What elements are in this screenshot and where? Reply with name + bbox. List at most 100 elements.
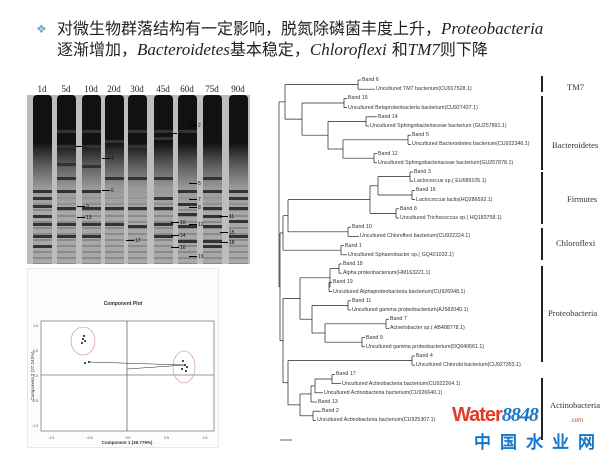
tree-leaf-label: Band 5	[412, 132, 429, 139]
gel-band-marker: 16	[171, 245, 186, 251]
gel-band	[178, 130, 197, 133]
title-text: 基本稳定，	[229, 40, 310, 59]
tree-group-label: Firmutes	[567, 194, 598, 204]
tree-leaf-label: Band 19	[333, 279, 353, 286]
tree-leaf-label: Band 7	[390, 316, 407, 323]
tree-leaf-label: Band 6	[362, 77, 379, 83]
pca-x-tick: -1.0	[48, 436, 54, 440]
title-text: 则下降	[439, 40, 488, 59]
pca-point	[84, 362, 86, 364]
gel-band	[57, 207, 76, 210]
pca-cluster-ellipse	[70, 326, 96, 356]
tree-leaf-label: Uncultured Sphingobacteriaceae bacterium…	[370, 123, 507, 129]
gel-band-marker: 10	[171, 220, 186, 226]
gel-band	[229, 235, 248, 238]
gel-band	[178, 203, 197, 206]
gel-lane-label: 45d	[156, 84, 170, 94]
gel-band	[57, 130, 76, 133]
tree-group-bar	[541, 378, 543, 440]
gel-band	[105, 207, 124, 210]
tree-leaf-label: Band 1	[345, 242, 362, 249]
pca-point	[82, 338, 84, 340]
tree-leaf-label: Band 14	[378, 113, 398, 120]
gel-band	[33, 235, 52, 238]
tree-group-label: Bacteroidetes	[552, 140, 599, 150]
gel-lane-label: 30d	[130, 84, 144, 94]
gel-band	[82, 207, 101, 210]
gel-lane-label: 90d	[231, 84, 245, 94]
gel-band	[57, 145, 76, 148]
pca-x-tick: 1.0	[203, 436, 208, 440]
pca-x-tick: 0.0	[126, 436, 131, 440]
gel-band-marker: 11	[220, 214, 234, 220]
gel-band-marker: 5	[189, 181, 201, 187]
gel-band	[82, 145, 101, 148]
gel-band	[229, 220, 248, 223]
gel-band-marker: 17	[126, 238, 141, 244]
logo-text: Water8848	[452, 404, 539, 427]
pca-point	[83, 335, 85, 337]
tree-leaf-label: Lactococcus sp.( EU689105.1)	[414, 178, 487, 185]
title-term: Chloroflexi	[309, 40, 387, 59]
gel-band	[203, 245, 222, 248]
gel-band	[57, 177, 76, 180]
gel-lane	[154, 95, 173, 264]
gel-band	[203, 225, 222, 228]
gel-band	[33, 245, 52, 248]
title-term: Bacteroidetes	[137, 40, 230, 59]
gel-band-marker: 2	[189, 123, 201, 129]
tree-group-bar	[541, 172, 543, 224]
gel-band-marker: 15	[220, 230, 235, 236]
gel-lane	[128, 95, 147, 264]
tree-leaf-label: Uncultured Chloroflexi bacterium(CU92222…	[360, 233, 471, 240]
tree-leaf-label: Uncultured Actinobacteria bacterium(CU92…	[342, 380, 461, 387]
tree-leaf-label: Uncultured Actinobacteria bacterium(CU92…	[317, 417, 436, 424]
tree-leaf-label: Band 15	[348, 95, 368, 102]
gel-band	[203, 215, 222, 218]
tree-group-bar	[541, 228, 543, 260]
pca-point	[185, 370, 187, 372]
gel-band-marker: 12	[189, 222, 204, 228]
tree-leaf-label: Uncultured gamma proteobacterium(AJ58204…	[352, 307, 469, 313]
logo-text-water: Water	[452, 404, 503, 426]
gel-band	[203, 240, 222, 243]
tree-leaf-label: Alpha proteobacterium(HM163221.1)	[343, 270, 431, 277]
gel-band	[178, 190, 197, 193]
tree-leaf-label: Uncultured Sphingobacteriaceae bacterium…	[378, 159, 514, 166]
gel-band	[33, 215, 52, 218]
title-text: 逐渐增加，	[57, 40, 138, 59]
gel-lane-label: 20d	[107, 84, 121, 94]
gel-lane-label: 1d	[37, 84, 47, 94]
gel-band	[128, 145, 147, 148]
logo-domain: .com	[570, 418, 584, 424]
pca-point	[182, 360, 184, 362]
tree-leaf-label: Uncultured Alphaproteobacteria bacterium…	[333, 288, 466, 295]
gel-band	[154, 207, 173, 210]
tree-group-label: Proteobacteria	[548, 308, 598, 318]
gel-band	[128, 207, 147, 210]
gel-band-marker: 1	[169, 131, 181, 137]
gel-band-marker: 14	[171, 233, 186, 239]
gel-band	[57, 163, 76, 166]
gel-lane-label: 5d	[61, 84, 71, 94]
gel-lane-label: 60d	[180, 84, 194, 94]
title-text: 和	[386, 40, 408, 59]
gel-band-marker: 19	[189, 254, 204, 260]
pca-y-label: Component 2 (27.243%)	[30, 351, 35, 401]
gel-band	[82, 190, 101, 193]
tree-leaf-label: Band 12	[378, 150, 398, 157]
gel-band	[57, 223, 76, 226]
tree-leaf-label: Uncultured Bacteroidetes bacterium(CU922…	[412, 141, 530, 148]
pca-y-tick: 1.0	[33, 324, 38, 328]
gel-band	[57, 190, 76, 193]
gel-band	[229, 207, 248, 210]
tree-leaf-label: Band 9	[366, 334, 383, 341]
tree-leaf-label: Band 2	[322, 408, 339, 415]
gel-band	[33, 205, 52, 208]
tree-leaf-label: Uncultured gamma proteobacterium(DQ64066…	[366, 343, 485, 350]
logo-text-number: 8848	[501, 404, 539, 426]
pca-x-tick: 0.5	[164, 436, 169, 440]
tree-leaf-label: Lactococcus lactis(HQ286592.1)	[416, 196, 493, 203]
